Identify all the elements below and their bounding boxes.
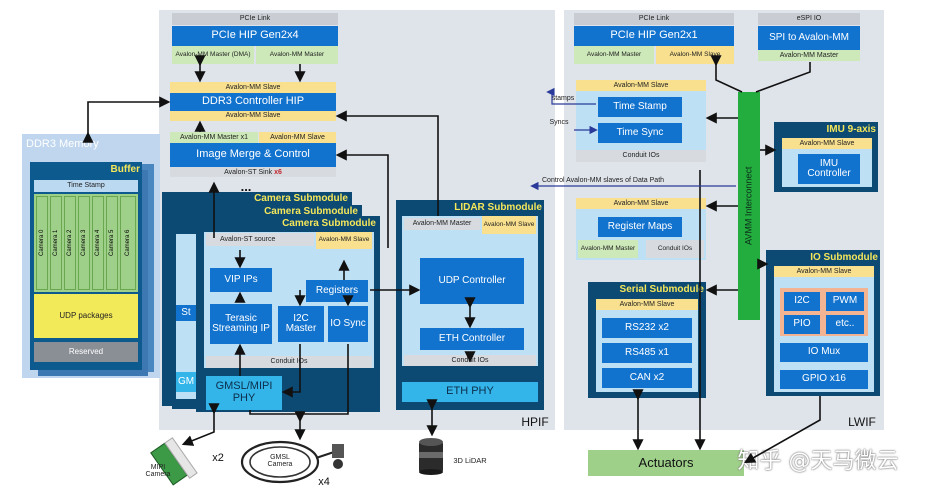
gmsl-cable-icon — [240, 440, 344, 484]
register-maps: Register Maps — [598, 217, 682, 237]
wire-ddr-memory — [82, 96, 171, 143]
gmsl-camera-label: GMSL Camera — [267, 453, 293, 468]
gpio: GPIO x16 — [780, 370, 868, 389]
wire-lidar-ddr — [335, 110, 439, 216]
pcie-hip-gen2x4: PCIe HIP Gen2x4 — [172, 26, 338, 46]
espi-master-port: Avalon-MM Master — [758, 50, 860, 61]
regmap-slave: Avalon-MM Slave — [576, 198, 706, 209]
io-etc: etc.. — [826, 315, 864, 334]
io-pwm: PWM — [826, 292, 864, 311]
timing-slave: Avalon-MM Slave — [576, 80, 706, 91]
wire-merge-lidar-slave — [335, 149, 389, 248]
eth-controller: ETH Controller — [420, 328, 524, 350]
rs232: RS232 x2 — [602, 318, 692, 338]
camera-submodule-title: Camera Submodule — [282, 217, 376, 229]
merge-sink-label: Avalon-ST Sink — [224, 168, 273, 176]
camera-st-source: Avalon-ST source — [206, 233, 314, 246]
io-sync: IO Sync — [328, 306, 368, 342]
io-title: IO Submodule — [810, 251, 878, 263]
spi-to-avalon-mm: SPI to Avalon-MM — [758, 26, 860, 50]
camera-conduit-ios: Conduit IOs — [206, 356, 372, 368]
i2c-master: I2C Master — [278, 306, 324, 342]
lidar-device-icon — [419, 438, 443, 475]
buffer-timestamp: Time Stamp — [34, 180, 138, 192]
regmap-master: Avalon-MM Master — [578, 240, 638, 258]
wire-phy-mipi — [181, 403, 220, 446]
lwif-pcie-master-port: Avalon-MM Master — [574, 46, 654, 64]
espi-io-label: eSPI IO — [758, 13, 860, 25]
merge-sink-mult: x6 — [274, 168, 282, 176]
camera-ghost-st: St — [176, 305, 196, 321]
ddr3-memory-title: DDR3 Memory — [26, 138, 99, 151]
pcie-link-label-lwif: PCIe Link — [574, 13, 734, 25]
udp-controller: UDP Controller — [420, 258, 524, 304]
pcie-link-label: PCIe Link — [172, 13, 338, 25]
mipi-camera-label: MIPI Camera — [145, 463, 171, 478]
merge-slave-port: Avalon-MM Slave — [259, 132, 336, 143]
io-mux: IO Mux — [780, 343, 868, 362]
udp-packages: UDP packages — [34, 294, 138, 338]
image-merge-control: Image Merge & Control — [170, 143, 336, 167]
lidar-submodule-title: LIDAR Submodule — [454, 201, 542, 213]
reserved: Reserved — [34, 342, 138, 362]
hpif-label: HPIF — [521, 414, 549, 429]
camera-ellipsis: ... — [240, 179, 252, 195]
buffer-title: Buffer — [110, 163, 140, 175]
stamps-label: stamps — [551, 95, 575, 103]
serial-slave: Avalon-MM Slave — [596, 299, 698, 310]
rs485: RS485 x1 — [602, 343, 692, 363]
wire-i2c-phy — [281, 344, 301, 398]
lwif-label: LWIF — [848, 414, 876, 429]
lidar3d-label: 3D LiDAR — [453, 456, 487, 466]
imu-slave: Avalon-MM Slave — [782, 138, 872, 149]
ddr3-ctrl-slave-top: Avalon-MM Slave — [170, 82, 336, 93]
gmsl-mult: x4 — [318, 476, 330, 489]
io-pio: PIO — [784, 315, 820, 334]
mipi-mult: x2 — [212, 452, 224, 465]
ddr3-ctrl-slave-bottom: Avalon-MM Slave — [170, 111, 336, 121]
wire-stamps — [546, 87, 596, 105]
watermark: 知乎 @天马微云 — [737, 449, 899, 475]
serial-title: Serial Submodule — [619, 283, 704, 295]
imu-controller: IMU Controller — [798, 154, 860, 184]
can: CAN x2 — [602, 368, 692, 388]
io-i2c: I2C — [784, 292, 820, 311]
vip-ips: VIP IPs — [210, 268, 272, 292]
pcie-master-port: Avalon-MM Master — [256, 46, 338, 64]
time-sync: Time Sync — [598, 123, 682, 143]
ddr3-controller-hip: DDR3 Controller HIP — [170, 93, 336, 111]
lidar-mm-slave: Avalon-MM Slave — [482, 216, 536, 234]
wire-iosync-phy — [249, 344, 349, 415]
pcie-dma-master-port: Avalon-MM Master (DMA) — [172, 46, 254, 64]
wire-io-actuators — [743, 396, 821, 464]
io-slave: Avalon-MM Slave — [774, 266, 874, 277]
control-label: Control Avalon-MM slaves of Data Path — [542, 177, 665, 185]
actuators: Actuators — [588, 450, 744, 476]
timing-conduit: Conduit IOs — [576, 150, 706, 162]
timing-block — [576, 80, 706, 162]
pcie-hip-gen2x1: PCIe HIP Gen2x1 — [574, 26, 734, 46]
lidar-mm-master: Avalon-MM Master — [404, 218, 480, 230]
camera-submodule-back-title: Camera Submodule — [254, 192, 348, 204]
regmap-conduit: Conduit IOs — [646, 240, 704, 258]
merge-master-port: Avalon-MM Master x1 — [170, 132, 258, 143]
time-stamp: Time Stamp — [598, 97, 682, 117]
terasic-streaming-ip: Terasic Streaming IP — [210, 304, 272, 344]
merge-sink-port: Avalon-ST Sink x6 — [170, 167, 336, 177]
wire-pcie-avmm — [710, 55, 743, 93]
camera-mm-slave: Avalon-MM Slave — [316, 232, 372, 249]
wire-espi-avmm — [755, 62, 811, 93]
eth-phy: ETH PHY — [402, 382, 538, 402]
imu-title: IMU 9-axis — [826, 123, 876, 135]
camera-submodule-mid-title: Camera Submodule — [264, 205, 358, 217]
camera-ghost-gm: GM — [176, 372, 196, 392]
syncs-label: Syncs — [549, 119, 569, 127]
